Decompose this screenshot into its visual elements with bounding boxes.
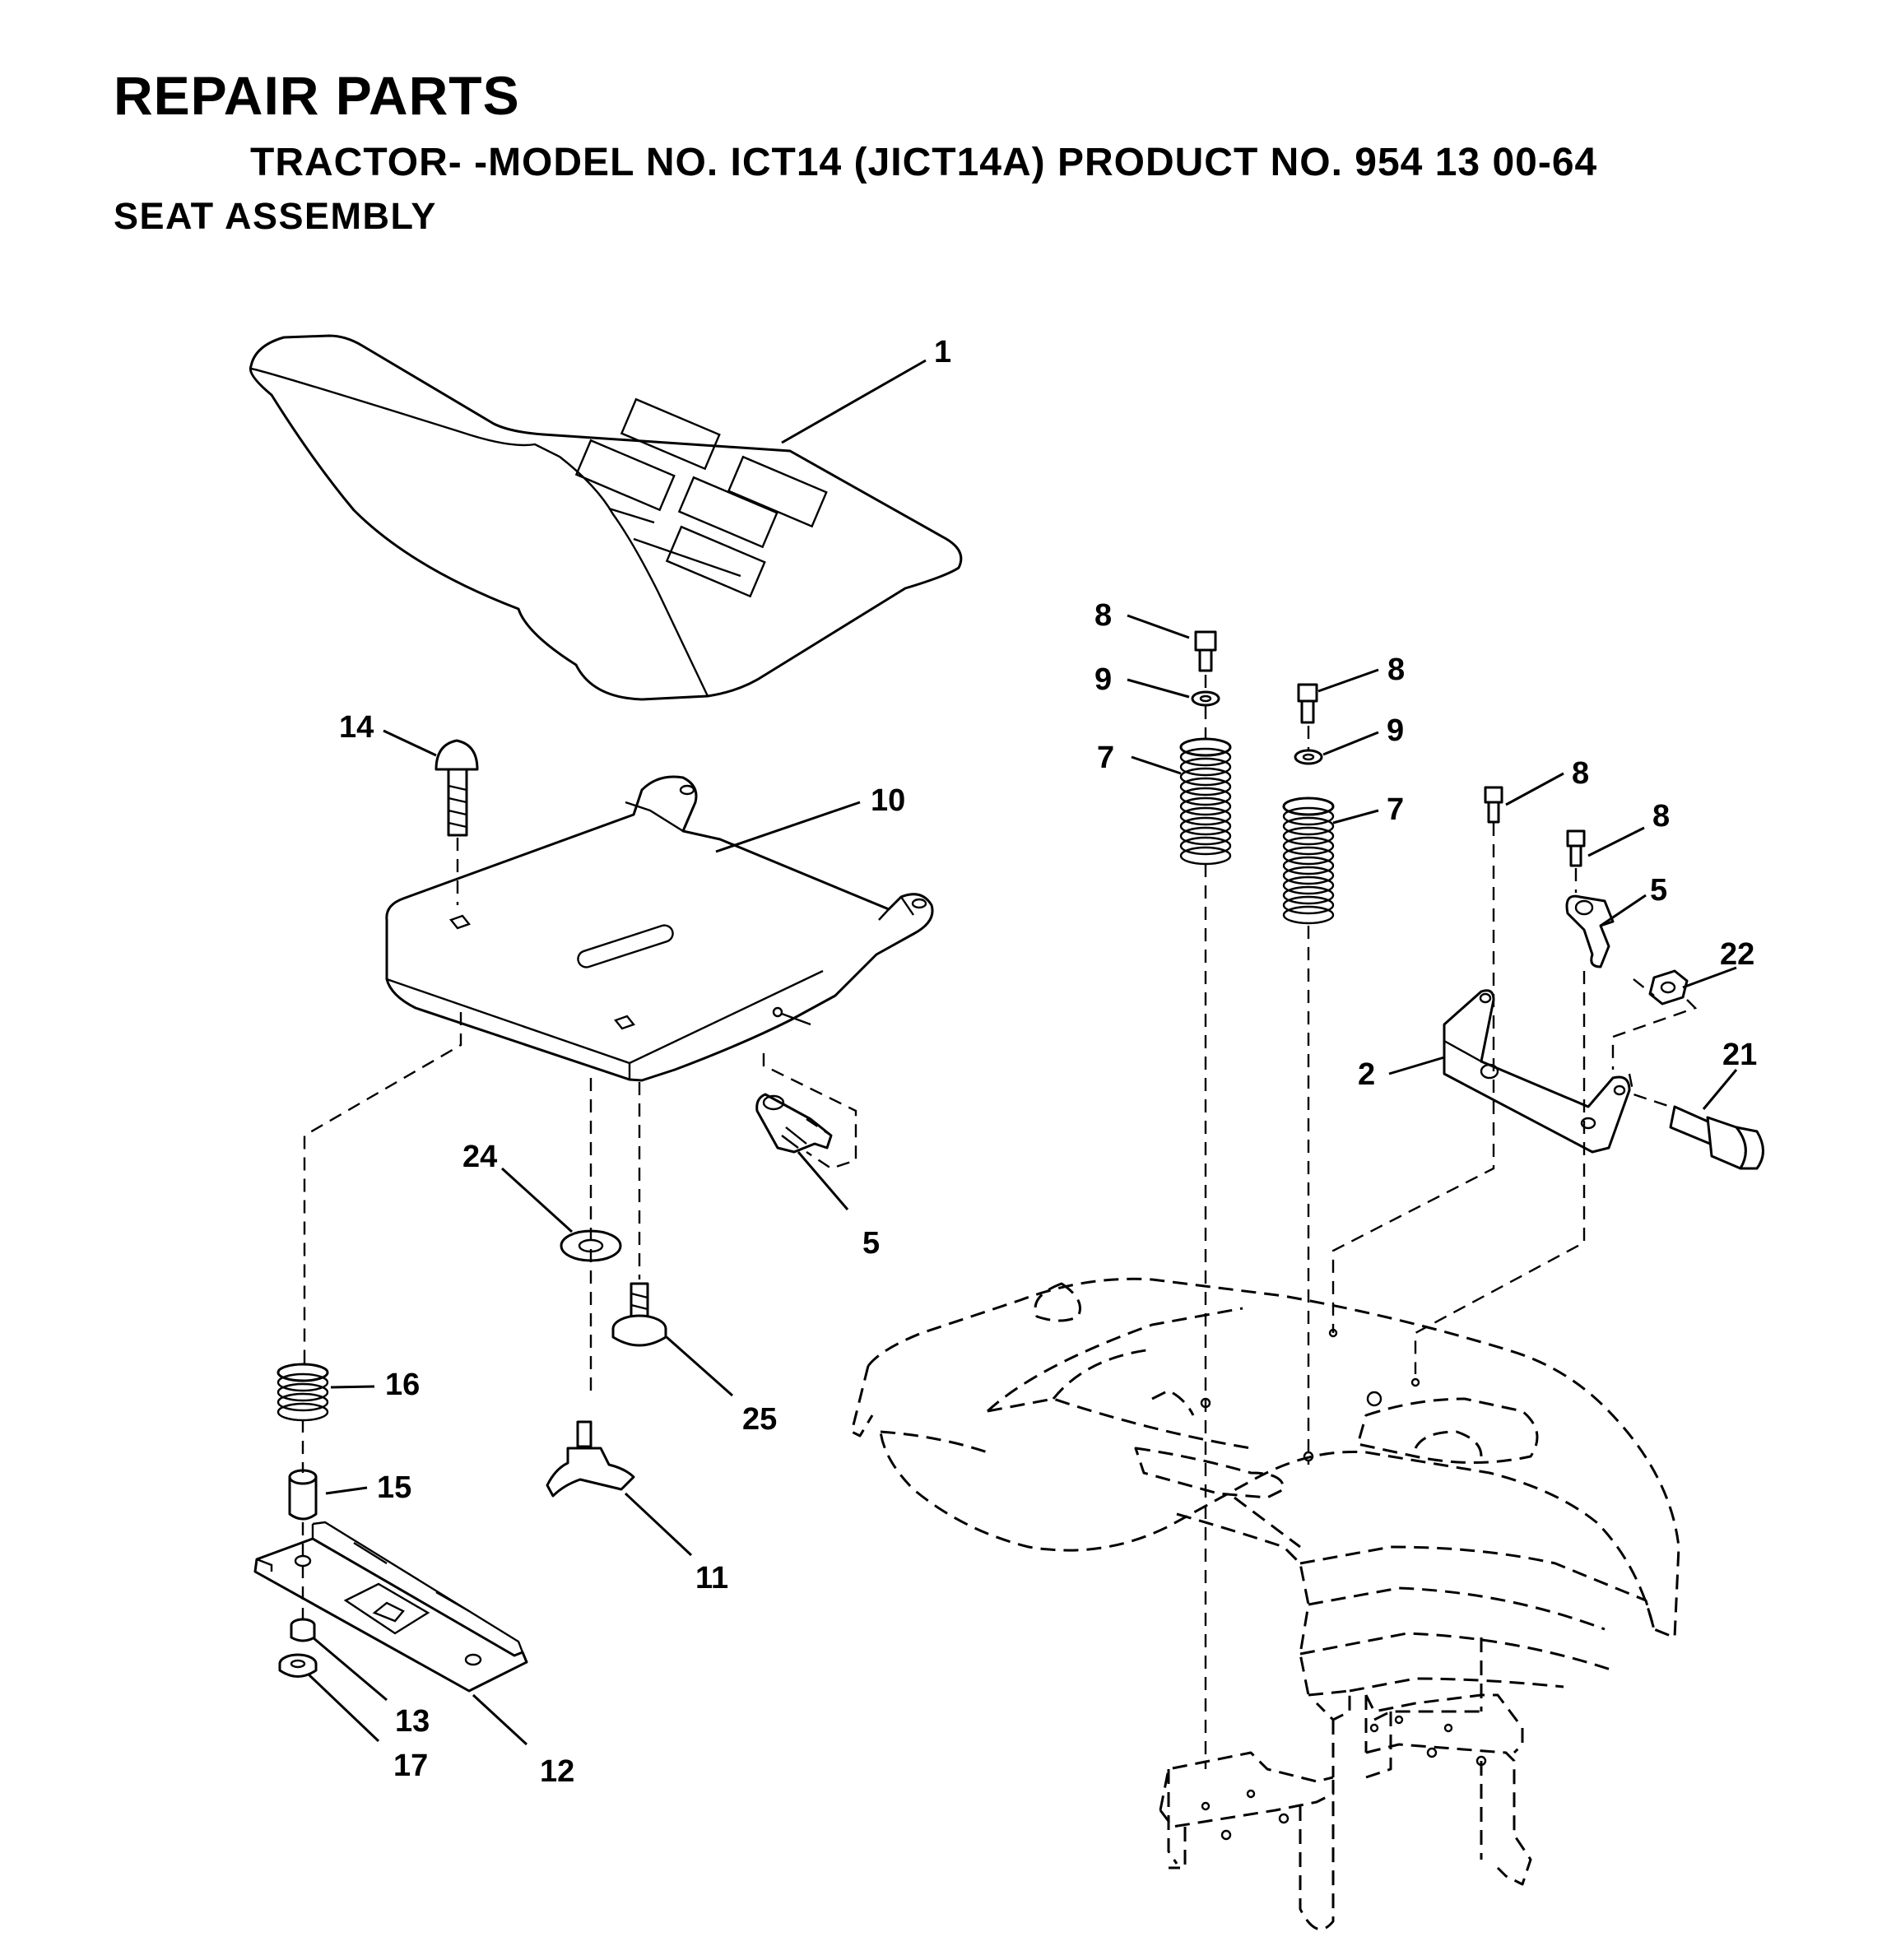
callout-8-b: 8 bbox=[1387, 653, 1405, 687]
callout-7-left: 7 bbox=[1097, 741, 1114, 775]
callout-14: 14 bbox=[339, 710, 374, 745]
callout-13: 13 bbox=[395, 1704, 430, 1739]
washer-part-9-b bbox=[1294, 749, 1323, 765]
callout-labels: 1 2 5 5 7 7 8 8 8 8 9 9 10 11 12 13 14 1… bbox=[339, 335, 1757, 1789]
washer-part-9-a bbox=[1191, 690, 1220, 707]
fender-frame-reference bbox=[850, 1277, 1680, 1930]
wing-knob-part-11 bbox=[546, 1420, 635, 1498]
spring-part-7-a bbox=[1179, 737, 1232, 866]
callout-17: 17 bbox=[393, 1749, 428, 1783]
callout-16: 16 bbox=[385, 1368, 420, 1402]
callout-leaders bbox=[307, 359, 1738, 1746]
nut-part-22 bbox=[1648, 969, 1689, 1006]
screw-part-25 bbox=[611, 1282, 667, 1347]
callout-7-right: 7 bbox=[1387, 792, 1404, 827]
section-title: SEAT ASSEMBLY bbox=[114, 195, 437, 237]
callout-8-c: 8 bbox=[1572, 756, 1589, 791]
callout-10: 10 bbox=[871, 783, 905, 818]
callout-22: 22 bbox=[1720, 937, 1754, 972]
bolt-part-8-d bbox=[1566, 829, 1586, 867]
spring-part-16 bbox=[276, 1363, 329, 1422]
bolt-part-8-a bbox=[1194, 630, 1217, 672]
callout-12: 12 bbox=[540, 1754, 574, 1789]
callout-24: 24 bbox=[462, 1140, 497, 1174]
assembly-guide-lines bbox=[301, 675, 1698, 1769]
shoulder-bolt-part-21 bbox=[1669, 1105, 1764, 1170]
callout-25: 25 bbox=[742, 1402, 777, 1437]
nut-part-13 bbox=[290, 1618, 316, 1642]
clip-part-5-right bbox=[1565, 894, 1615, 968]
callout-9-right: 9 bbox=[1387, 713, 1404, 748]
callout-15: 15 bbox=[377, 1470, 411, 1505]
callout-2: 2 bbox=[1358, 1057, 1375, 1092]
flange-nut-part-17 bbox=[278, 1653, 318, 1678]
seat-pan-part-10 bbox=[385, 775, 934, 1082]
clip-part-5-left bbox=[755, 1093, 833, 1154]
callout-8-d: 8 bbox=[1652, 799, 1670, 834]
callout-11: 11 bbox=[695, 1561, 728, 1595]
callout-8-a: 8 bbox=[1094, 598, 1112, 633]
bracket-part-2 bbox=[1443, 989, 1631, 1154]
spacer-part-15 bbox=[288, 1469, 318, 1521]
seat-part-1 bbox=[249, 334, 963, 701]
carriage-bolt-part-14 bbox=[434, 739, 479, 837]
callout-5-left: 5 bbox=[862, 1226, 880, 1261]
callout-9-left: 9 bbox=[1094, 662, 1112, 697]
page-title: REPAIR PARTS bbox=[114, 65, 520, 126]
callout-1: 1 bbox=[934, 335, 951, 369]
model-subtitle: TRACTOR- -MODEL NO. ICT14 (JICT14A) PROD… bbox=[250, 141, 1598, 184]
bolt-part-8-c bbox=[1484, 786, 1503, 824]
bolt-part-8-b bbox=[1297, 683, 1318, 724]
spring-part-7-b bbox=[1282, 797, 1335, 925]
callout-5-right: 5 bbox=[1650, 873, 1667, 908]
callout-21: 21 bbox=[1722, 1038, 1757, 1072]
